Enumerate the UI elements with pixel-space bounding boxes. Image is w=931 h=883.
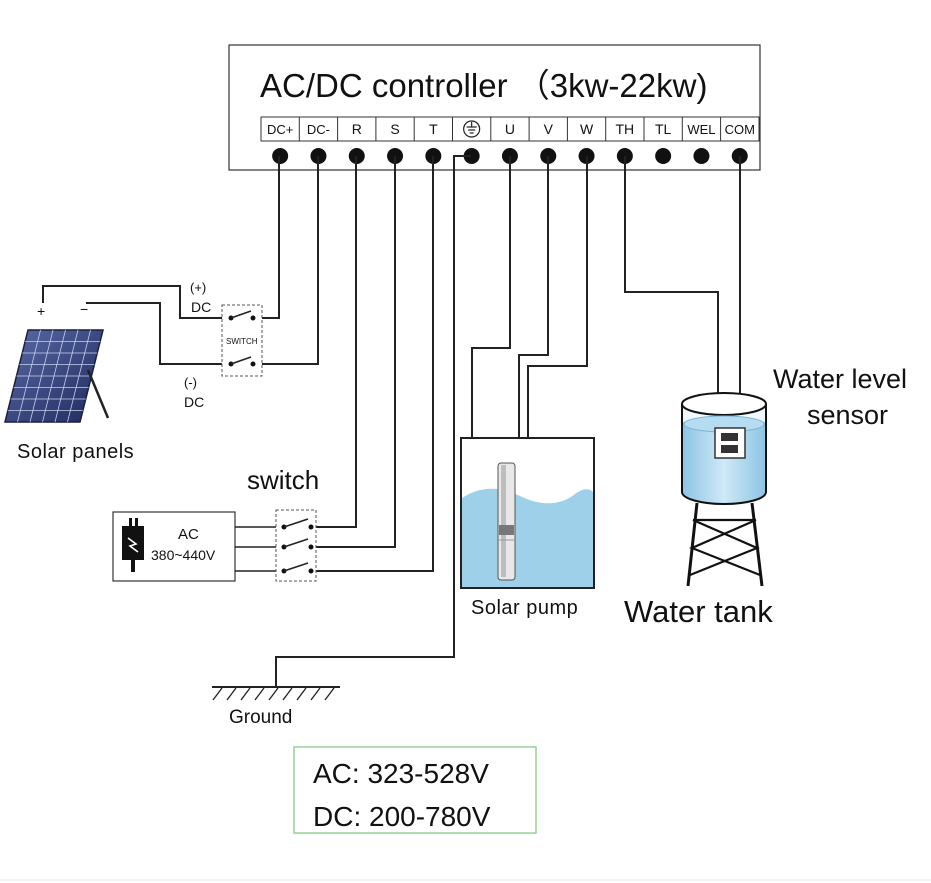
solar-panel-icon	[4, 329, 110, 423]
solar-minus: −	[80, 301, 88, 317]
solar-pump-label: Solar pump	[471, 597, 578, 619]
terminal-label-s: S	[390, 121, 399, 137]
pos-dc-label: DC	[191, 299, 211, 315]
ac-switch-icon	[235, 509, 317, 582]
terminal-label-v: V	[544, 121, 554, 137]
wires	[42, 155, 741, 687]
neg-dc-sign: (-)	[184, 375, 197, 390]
controller: AC/DC controller （3kw-22kw) DC+ DC- R S T U V W…	[228, 44, 761, 171]
terminal-label-th: TH	[616, 121, 635, 137]
terminal-screw	[655, 148, 672, 164]
ac-switch-title: switch	[247, 465, 319, 495]
terminal-label-u: U	[505, 121, 515, 137]
ground-icon	[463, 120, 481, 138]
level-sensor-icon	[714, 427, 746, 459]
water-tank-icon	[681, 392, 767, 587]
terminal-label-t: T	[429, 121, 438, 137]
terminal-label-w: W	[580, 121, 594, 137]
terminal-label-com: COM	[725, 122, 755, 137]
pump-well	[460, 437, 595, 589]
terminal-label-tl: TL	[655, 121, 672, 137]
ground-symbol-icon	[212, 686, 340, 701]
terminal-screw	[272, 148, 289, 164]
spec-ac: AC: 323-528V	[313, 758, 489, 789]
ac-source-label: AC	[178, 526, 199, 543]
solar-panels-label: Solar panels	[17, 441, 134, 463]
terminal-strip: DC+ DC- R S T U V W TH TL WEL COM	[267, 117, 755, 141]
terminal-screw	[693, 148, 710, 164]
sensor-label-line1: Water level	[773, 364, 907, 394]
terminal-screw	[463, 148, 480, 164]
dc-switch-label: SWITCH	[226, 337, 258, 346]
plug-icon	[122, 518, 144, 572]
ground-label: Ground	[229, 707, 292, 728]
pos-dc-sign: (+)	[190, 280, 206, 295]
terminal-label-dc: DC+	[267, 122, 293, 137]
sensor-label-line2: sensor	[807, 400, 888, 430]
controller-title: AC/DC controller （3kw-22kw)	[260, 67, 707, 104]
neg-dc-label: DC	[184, 394, 204, 410]
terminal-label-wel: WEL	[687, 122, 715, 137]
pump-icon	[497, 462, 516, 581]
ac-voltage-label: 380~440V	[151, 547, 216, 563]
terminal-label-r: R	[352, 121, 362, 137]
voltage-specs: AC: 323-528V DC: 200-780V	[293, 746, 537, 834]
solar-plus: +	[37, 303, 45, 319]
terminal-label-dc: DC-	[307, 122, 330, 137]
dc-switch-icon: SWITCH	[221, 304, 263, 377]
ac-source: AC 380~440V	[112, 511, 236, 582]
water-tank-label: Water tank	[624, 594, 773, 629]
spec-dc: DC: 200-780V	[313, 801, 491, 832]
